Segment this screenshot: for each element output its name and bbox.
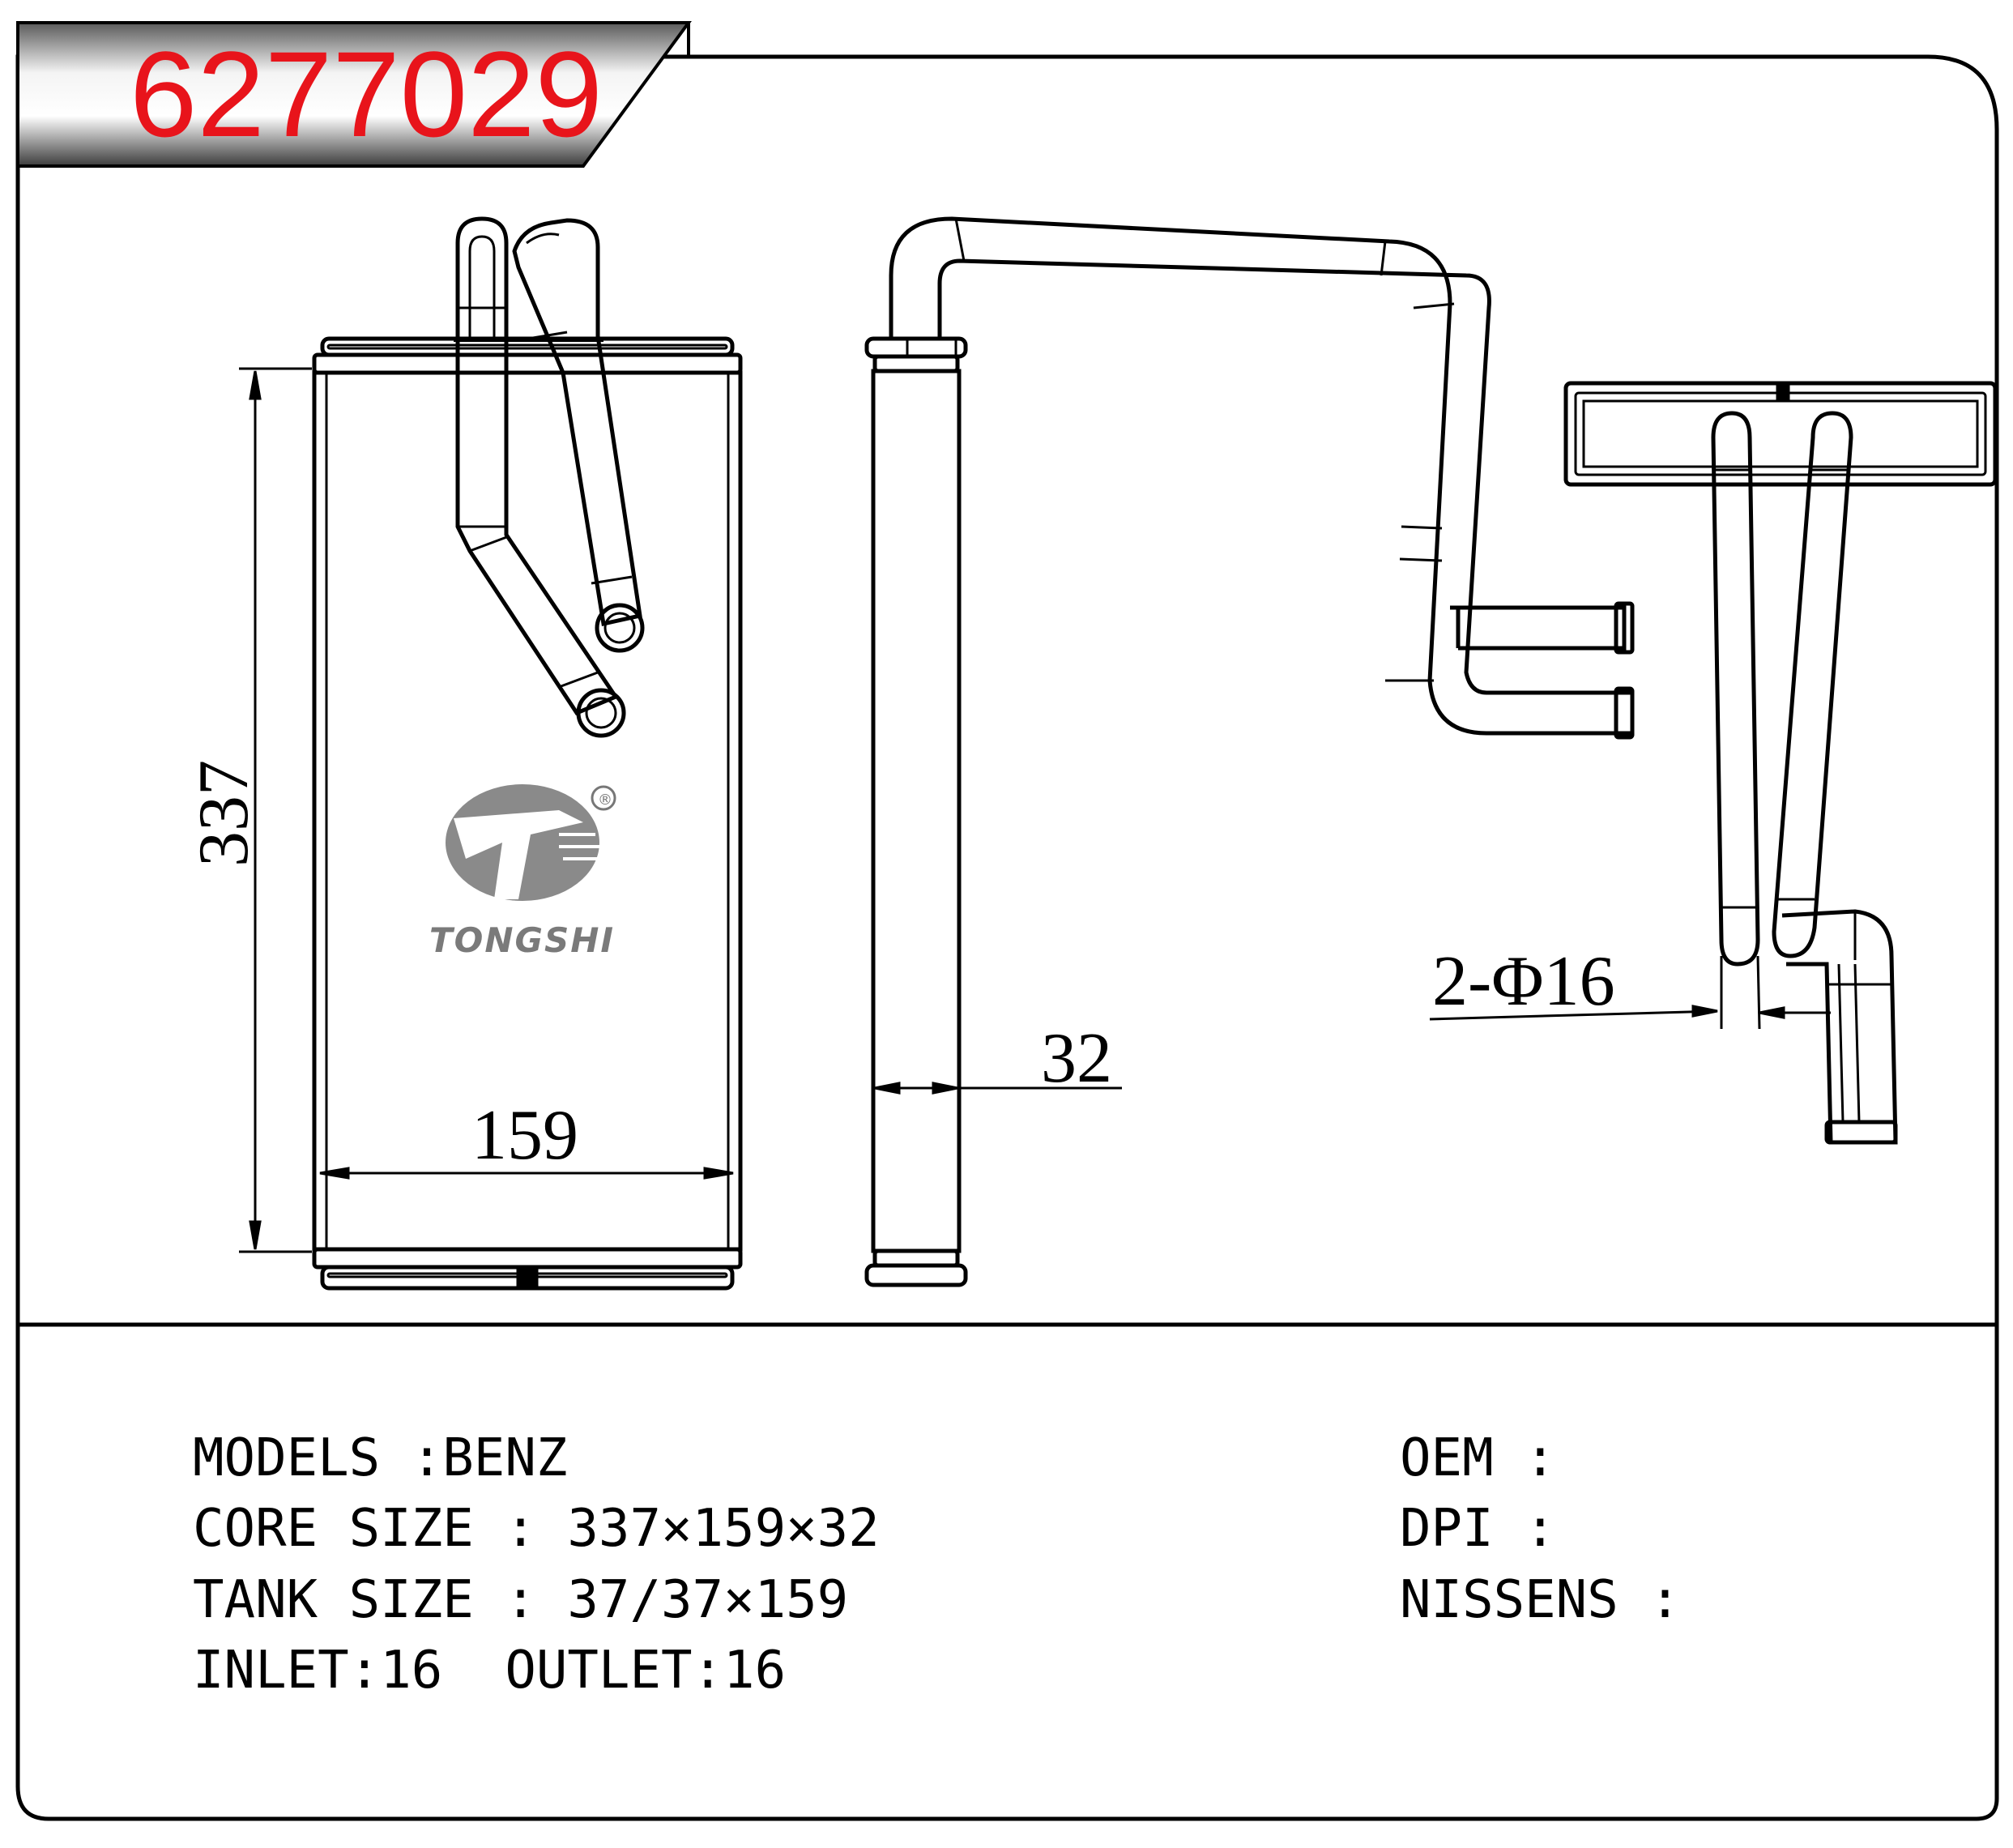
spec-oem: OEM : <box>1400 1428 1556 1488</box>
spec-core-size: CORE SIZE : 337×159×32 <box>193 1499 880 1559</box>
registered-mark-icon <box>591 785 616 811</box>
height-label: 337 <box>185 760 263 867</box>
part-number: 6277029 <box>130 26 603 162</box>
spec-models: MODELS :BENZ <box>193 1428 568 1488</box>
height-dimension <box>239 367 312 1253</box>
top-view <box>1563 381 1998 1145</box>
spec-tank-size: TANK SIZE : 37/37×159 <box>193 1570 849 1630</box>
width-label: 159 <box>471 1096 578 1175</box>
depth-label: 32 <box>1041 1019 1112 1098</box>
brand-logo: ® TONGSHI <box>429 784 616 960</box>
header-banner: 6277029 <box>16 21 692 168</box>
spec-dpi: DPI : <box>1400 1499 1556 1559</box>
front-view <box>312 216 743 1291</box>
registered-mark: ® <box>598 792 612 809</box>
pipe-diameter-label: 2-Φ16 <box>1432 942 1615 1021</box>
spec-nissens: NISSENS : <box>1400 1570 1681 1630</box>
depth-dimension <box>874 1082 1122 1095</box>
spec-inlet-outlet: INLET:16 OUTLET:16 <box>193 1641 787 1701</box>
brand-name: TONGSHI <box>429 920 615 960</box>
sheet-frame <box>15 54 1999 1821</box>
side-view <box>864 216 1635 1287</box>
pipe-diameter-dimension <box>1429 955 1831 1030</box>
width-dimension <box>319 1167 734 1180</box>
